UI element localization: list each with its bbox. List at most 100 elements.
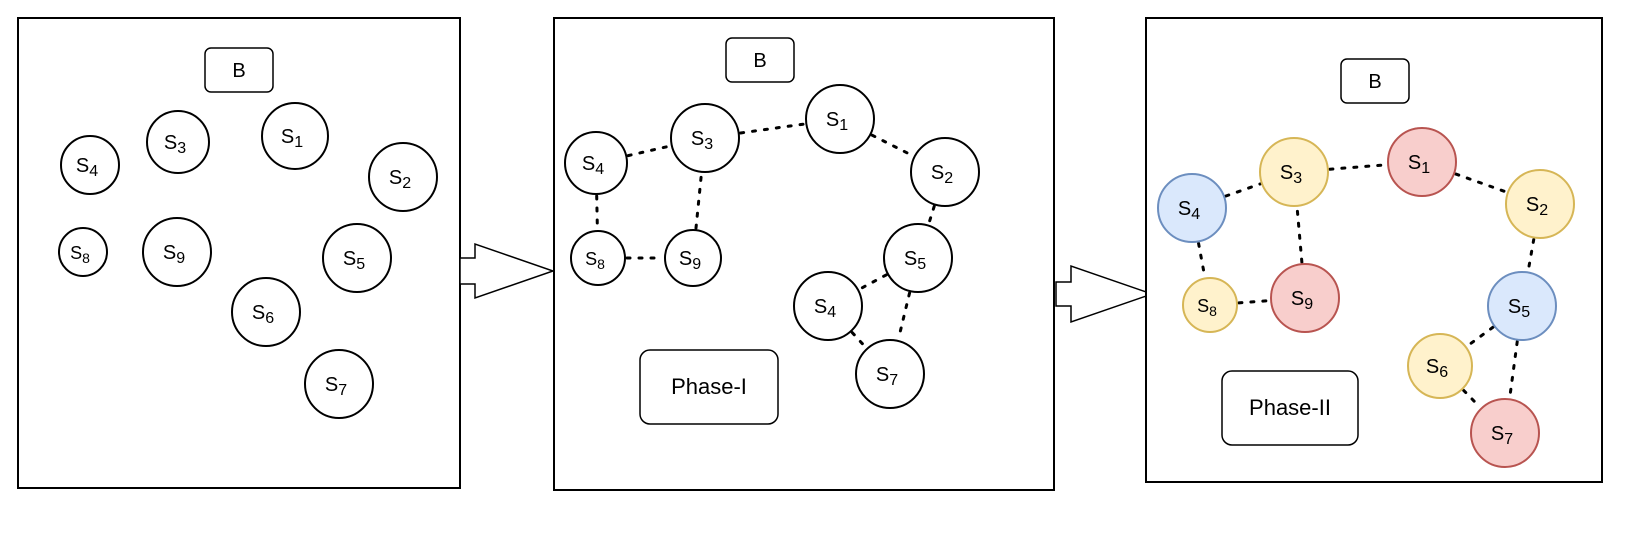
link-s5-s7 (896, 291, 912, 341)
sensor-node-label-sub: 4 (595, 161, 604, 178)
link-s3-s1 (739, 122, 806, 135)
sensor-node-circle (855, 339, 925, 409)
sensor-node-label-sub: 1 (1421, 160, 1430, 177)
sensor-node-label-base: S (163, 242, 176, 264)
sensor-node-label-base: S (1291, 288, 1304, 310)
sensor-node-circle (805, 84, 875, 154)
link-s5-s7 (1508, 340, 1519, 399)
sensor-node-s4a: S4 (564, 131, 628, 195)
sensor-node-circle (1387, 127, 1457, 197)
sensor-node-label-base: S (826, 109, 839, 131)
sensor-node-label-base: S (691, 128, 704, 150)
sensor-node-label-base: S (1426, 356, 1439, 378)
sensor-node-label: S7 (876, 364, 898, 389)
sensor-node-s1: S1 (805, 84, 875, 154)
sensor-node-label-base: S (1197, 296, 1209, 316)
sensor-node-label: S3 (691, 128, 713, 153)
sensor-node-label-base: S (70, 243, 82, 263)
sensor-node-label-base: S (904, 248, 917, 270)
sensor-node-label: S5 (343, 248, 365, 273)
sensor-node-label-sub: 3 (704, 136, 713, 153)
sensor-node-circle (142, 217, 212, 287)
sensor-node-label: S1 (826, 109, 848, 134)
sensor-node-label: S8 (1197, 296, 1217, 319)
sensor-node-label-sub: 7 (338, 382, 347, 399)
sensor-node-label-base: S (679, 248, 692, 270)
sensor-node-circle (304, 349, 374, 419)
sensor-node-circle (60, 135, 120, 195)
sensor-node-s7: S7 (304, 349, 374, 419)
sensor-node-label-base: S (1491, 423, 1504, 445)
sensor-node-s8: S8 (1182, 277, 1238, 333)
sensor-node-label: S4 (1178, 198, 1200, 223)
link-s9-s3 (694, 172, 703, 230)
link-s4-s8 (1197, 241, 1207, 278)
sensor-node-s5: S5 (1487, 271, 1557, 341)
sensor-node-s6: S6 (231, 277, 301, 347)
link-s8-s9 (1237, 299, 1271, 305)
sensor-node-label-sub: 2 (402, 175, 411, 192)
transition-arrow-2 (1055, 264, 1155, 324)
sensor-node-label-base: S (389, 167, 402, 189)
sensor-node-circle (368, 142, 438, 212)
sensor-node-circle (564, 131, 628, 195)
sensor-node-s7: S7 (855, 339, 925, 409)
sensor-node-circle (231, 277, 301, 347)
base-station-box (725, 37, 795, 83)
sensor-node-circle (1259, 137, 1329, 207)
sensor-node-label-base: S (585, 249, 597, 269)
sensor-node-label-base: S (76, 155, 89, 177)
link-s2-s5 (1526, 237, 1536, 273)
sensor-node-label: S7 (325, 374, 347, 399)
sensor-node-label-sub: 2 (1539, 202, 1548, 219)
link-s1-s2 (1454, 172, 1508, 194)
sensor-node-label: S3 (1280, 162, 1302, 187)
sensor-node-circle (670, 103, 740, 173)
sensor-node-label: S7 (1491, 423, 1513, 448)
sensor-node-label-base: S (1508, 296, 1521, 318)
sensor-node-circle (261, 102, 329, 170)
link-s4a-s3 (626, 144, 672, 158)
sensor-node-circle (1182, 277, 1238, 333)
sensor-node-label-sub: 1 (294, 134, 303, 151)
sensor-node-label-base: S (164, 132, 177, 154)
sensor-node-label-sub: 3 (1293, 170, 1302, 187)
base-station-box (204, 47, 274, 93)
sensor-node-label: S4 (814, 296, 836, 321)
sensor-node-circle (322, 223, 392, 293)
sensor-node-circle (910, 137, 980, 207)
sensor-node-s7: S7 (1470, 398, 1540, 468)
sensor-node-s8: S8 (58, 227, 108, 277)
sensor-node-s4: S4 (1157, 173, 1227, 243)
link-s6-s7 (1462, 388, 1482, 409)
sensor-node-s3: S3 (146, 110, 210, 174)
sensor-node-label-base: S (1526, 194, 1539, 216)
sensor-node-label-sub: 6 (265, 310, 274, 327)
sensor-node-label-base: S (252, 302, 265, 324)
sensor-node-label: S5 (1508, 296, 1530, 321)
sensor-node-label: S2 (1526, 194, 1548, 219)
sensor-node-circle (146, 110, 210, 174)
sensor-node-label: S1 (281, 126, 303, 151)
sensor-node-s3: S3 (1259, 137, 1329, 207)
transition-arrow-1 (459, 242, 556, 300)
sensor-node-label: S4 (76, 155, 98, 180)
base-station-label: B (232, 60, 245, 82)
sensor-node-label-sub: 4 (827, 304, 836, 321)
base-station-label: B (1368, 71, 1381, 93)
sensor-node-s9: S9 (142, 217, 212, 287)
sensor-node-circle (1470, 398, 1540, 468)
sensor-node-circle (1505, 169, 1575, 239)
sensor-node-circle (1487, 271, 1557, 341)
sensor-node-label: S5 (904, 248, 926, 273)
sensor-node-s8: S8 (570, 230, 626, 286)
sensor-node-circle (1407, 333, 1473, 399)
link-s9-s3 (1295, 206, 1304, 264)
sensor-node-label-sub: 1 (839, 117, 848, 134)
sensor-node-label-sub: 3 (177, 140, 186, 157)
sensor-node-circle (793, 271, 863, 341)
sensor-node-s2: S2 (1505, 169, 1575, 239)
sensor-node-label-sub: 5 (356, 256, 365, 273)
